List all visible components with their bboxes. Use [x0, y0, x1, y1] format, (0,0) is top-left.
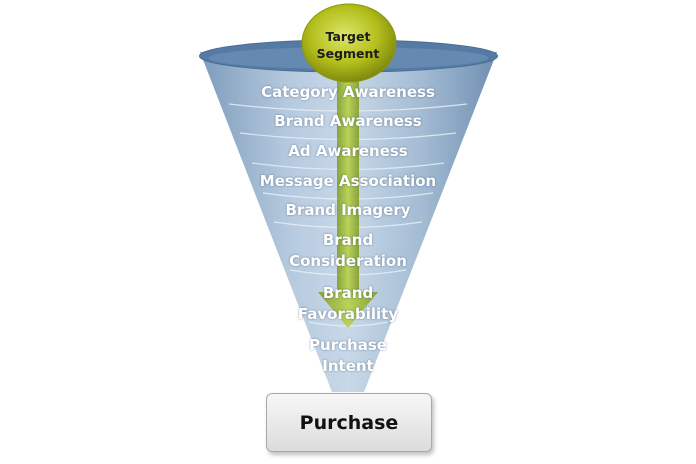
purchase-label: Purchase: [299, 411, 399, 434]
stage-category-awareness: Category Awareness: [261, 83, 435, 101]
purchase-box: Purchase: [266, 393, 432, 452]
stage-brand-consideration: Brand Consideration: [289, 231, 407, 270]
target-segment-circle: [301, 3, 397, 83]
target-segment-label: Target Segment: [316, 29, 380, 61]
stage-brand-favorability: Brand Favorability: [297, 284, 399, 323]
stage-purchase-intent: Purchase Intent: [309, 336, 387, 375]
stage-ad-awareness: Ad Awareness: [288, 142, 408, 160]
stage-brand-awareness: Brand Awareness: [274, 112, 422, 130]
stage-brand-imagery: Brand Imagery: [285, 201, 411, 219]
arrow-down-icon: [318, 70, 378, 328]
stage-message-association: Message Association: [259, 172, 437, 190]
